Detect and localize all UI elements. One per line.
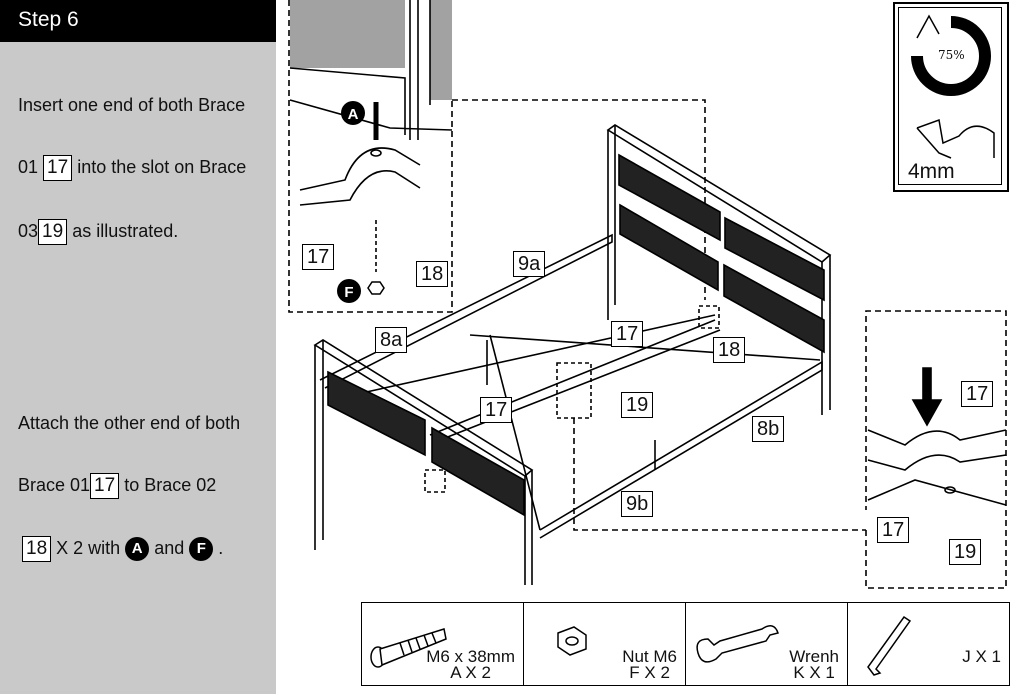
label-18-brace: 18 [713,337,746,363]
marker-f-icon: F [344,284,353,301]
allen-key-icon [867,615,912,676]
label-9a: 9a [513,251,546,277]
bolt-icon [370,628,447,668]
part-box-17: 17 [43,155,73,181]
part-name-nut: Nut M6 [622,647,677,666]
torque-gauge-icon [911,14,995,159]
wrench-icon [696,625,779,663]
step-title: Step 6 [18,8,79,31]
label-17-right-detail: 17 [961,381,994,407]
part-box-19: 19 [38,219,68,245]
label-17-brace-left: 17 [480,397,513,423]
bed-frame-illustration: A F [288,0,1007,589]
step-header: Step 6 [0,0,276,42]
instruction-panel: Step 6 Insert one end of both Brace 01 1… [0,0,276,694]
label-19-right-detail: 19 [949,539,982,565]
part-box-18: 18 [22,536,52,562]
wrench-size: 4mm [908,160,955,183]
part-name-bolt: M6 x 38mm [426,647,515,666]
part-qty-wrench: K X 1 [793,663,835,682]
label-19-brace: 19 [621,392,654,418]
label-17-top-detail: 17 [302,244,335,270]
part-qty-bolt: A X 2 [450,663,491,682]
label-18-top-detail: 18 [416,261,449,287]
instruction-line-6: 18 X 2 with A and F . [22,536,223,562]
nut-icon [557,626,587,656]
instruction-line-1: Insert one end of both Brace [18,95,246,115]
part-qty-allen-key: J X 1 [962,647,1001,666]
torque-info-box: 75% 4mm [893,2,1009,192]
label-8b: 8b [752,416,785,442]
marker-f-icon: F [189,537,214,562]
part-name-wrench: Wrenh [789,647,839,666]
part-box-17b: 17 [90,473,120,499]
instruction-line-2: 01 17 into the slot on Brace [18,155,246,181]
torque-percent: 75% [938,48,965,62]
label-17-right-detail-b: 17 [877,517,910,543]
instruction-line-4: Attach the other end of both [18,413,241,433]
part-qty-nut: F X 2 [629,663,670,682]
marker-a-icon: A [348,106,359,123]
label-9b: 9b [621,491,654,517]
marker-a-icon: A [125,537,150,562]
label-8a: 8a [375,327,408,353]
part-allen-key: J X 1 [848,603,1009,685]
label-17-brace: 17 [611,321,644,347]
